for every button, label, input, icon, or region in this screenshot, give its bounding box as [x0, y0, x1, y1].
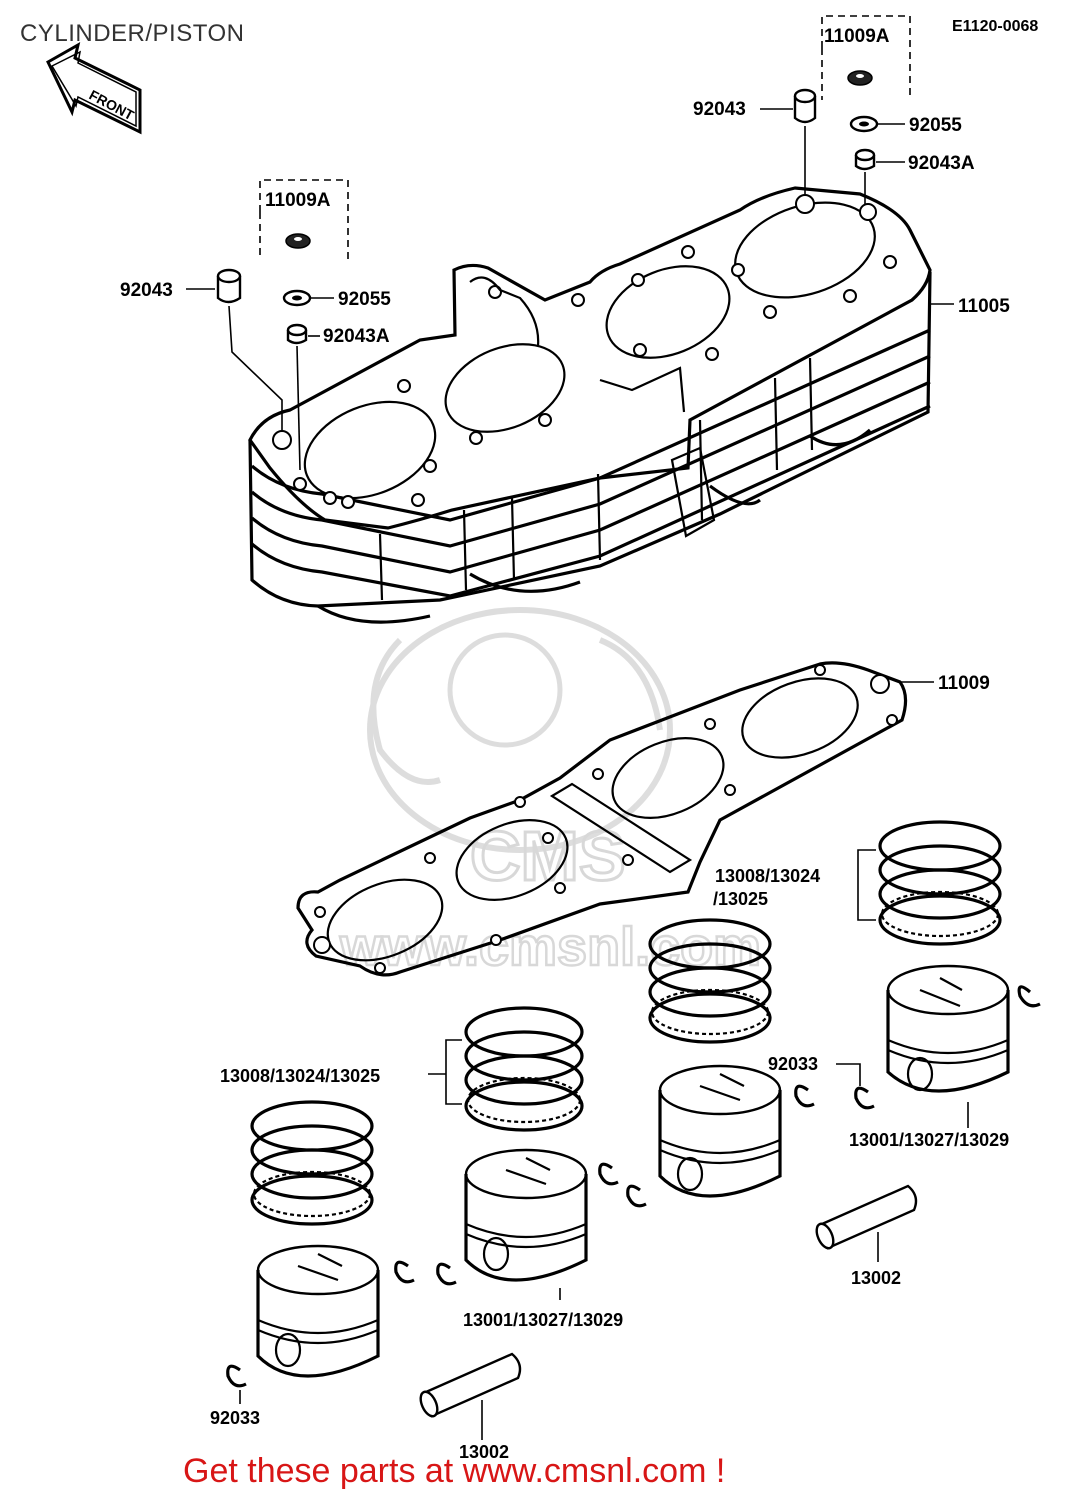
washer-top: 92055 — [849, 115, 962, 136]
page-title: CYLINDER/PISTON — [20, 20, 245, 47]
label-11009a-top: 11009A — [824, 26, 890, 47]
dowel-pin-left: 92043 — [120, 268, 283, 440]
cylinder-base-gasket: 11009 — [296, 661, 990, 977]
label-11009: 11009 — [938, 673, 990, 694]
label-92055-top: 92055 — [909, 115, 962, 136]
piston-pin-right: 13002 — [815, 1184, 918, 1288]
label-92055-left: 92055 — [338, 289, 391, 310]
piston-right: 13001/13027/13029 — [849, 964, 1010, 1150]
label-92043-left: 92043 — [120, 280, 173, 301]
front-direction-arrow: FRONT — [46, 42, 142, 135]
cylinder-block: 11005 — [248, 186, 1010, 624]
circlip-set: 92033 92033 — [210, 985, 1041, 1428]
label-11009a-left: 11009A — [265, 190, 331, 211]
piston-ring-set-right: 13008/13024 /13025 — [713, 820, 1002, 946]
label-13002-left: 13002 — [459, 1442, 509, 1462]
piston-ring-set-left-lower — [250, 1100, 374, 1226]
label-piston-left: 13001/13027/13029 — [463, 1310, 623, 1330]
label-92043-top: 92043 — [693, 99, 746, 120]
piston-left-lower — [256, 1244, 380, 1378]
label-92033-left: 92033 — [210, 1408, 260, 1428]
label-92033-right: 92033 — [768, 1054, 818, 1074]
label-13002-right: 13002 — [851, 1268, 901, 1288]
label-11005: 11005 — [958, 296, 1010, 317]
piston-pin-left: 13002 — [419, 1352, 522, 1462]
label-piston-right: 13001/13027/13029 — [849, 1130, 1009, 1150]
label-rings-right: 13008/13024 — [715, 866, 820, 886]
dowel-pin-top: 92043 — [693, 88, 817, 195]
dowel-92043a-top: 92043A — [854, 148, 975, 210]
washer-left: 92055 — [282, 289, 391, 310]
label-92043a-top: 92043A — [908, 153, 975, 174]
kit-11009a-top: 11009A — [821, 15, 911, 100]
drawing-id: E1120-0068 — [952, 18, 1039, 35]
label-rings-left: 13008/13024/13025 — [220, 1066, 380, 1086]
piston-center — [658, 1064, 782, 1198]
label-92043a-left: 92043A — [323, 326, 390, 347]
kit-11009a-left: 11009A — [259, 179, 349, 260]
dowel-92043a-left: 92043A — [286, 323, 390, 471]
piston-ring-set-center — [648, 918, 772, 1044]
piston-left-upper: 13001/13027/13029 — [463, 1148, 623, 1330]
piston-ring-set-left-upper: 13008/13024/13025 — [220, 1006, 584, 1132]
label-rings-right-2: /13025 — [713, 889, 768, 909]
footer-promo-link[interactable]: Get these parts at www.cmsnl.com ! — [183, 1452, 726, 1490]
